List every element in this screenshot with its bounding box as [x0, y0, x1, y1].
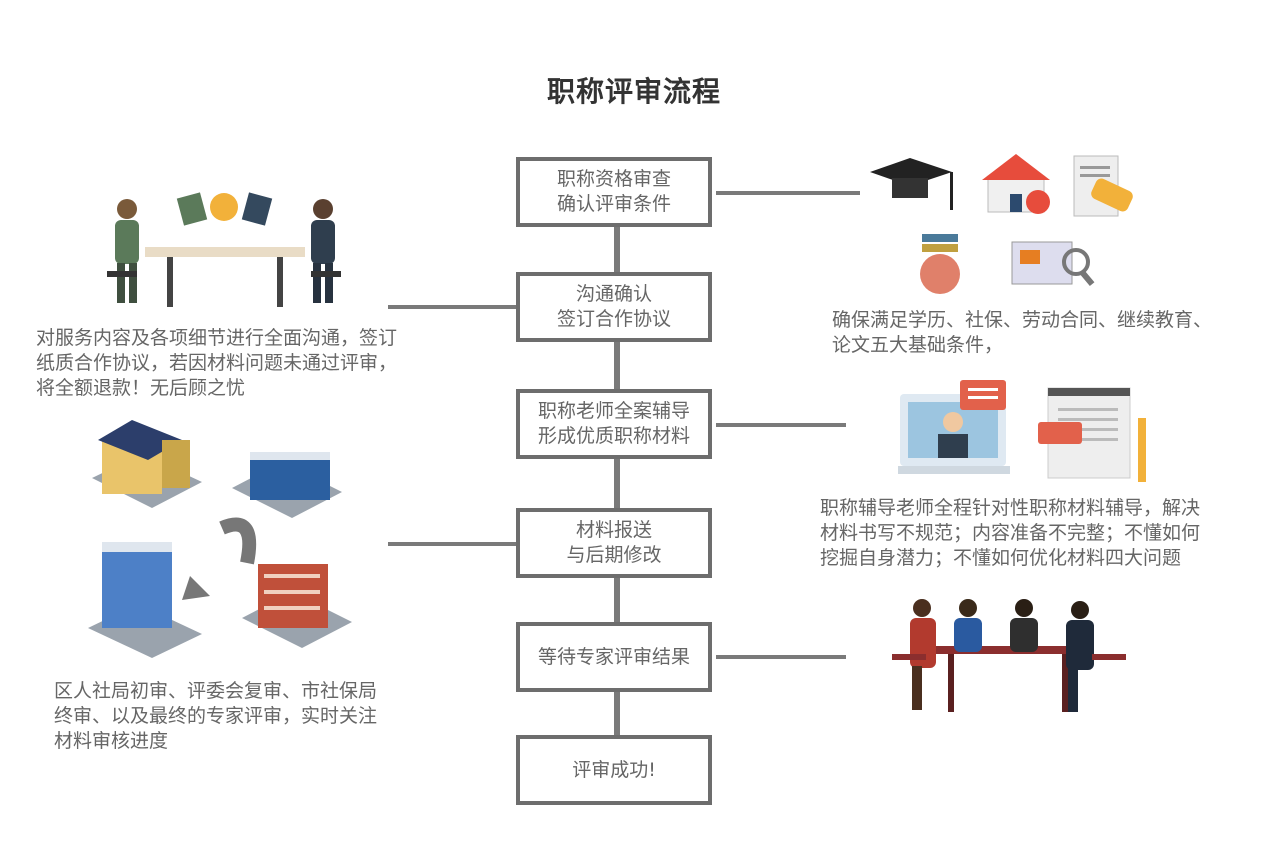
note-communicate-line-3: 将全额退款！无后顾之忧 [36, 377, 246, 399]
note-guidance-line-1: 职称辅导老师全程针对性职称材料辅导，解决 [820, 497, 1201, 519]
connector-step1-right [716, 191, 860, 195]
note-review-line-3: 材料审核进度 [54, 730, 169, 752]
note-communicate: 对服务内容及各项细节进行全面沟通，签订 纸质合作协议，若因材料问题未通过评审， … [36, 326, 397, 401]
handshake-meeting-illustration [107, 192, 341, 307]
note-review: 区人社局初审、评委会复审、市社保局 终审、以及最终的专家评审，实时关注 材料审核… [54, 679, 377, 754]
step-2-line-2: 签订合作协议 [556, 308, 671, 330]
note-guidance-line-2: 材料书写不规范；内容准备不完整；不懂如何 [820, 522, 1201, 544]
step-await-expert-result: 等待专家评审结果 [516, 622, 712, 692]
online-guidance-illustration [898, 380, 1146, 482]
step-1-line-1: 职称资格审查 [556, 168, 671, 190]
step-success: 评审成功! [516, 735, 712, 805]
connector-step2-left [388, 305, 518, 309]
flow-spine [614, 226, 620, 736]
step-6-line-1: 评审成功! [572, 758, 656, 781]
page-title: 职称评审流程 [546, 75, 721, 108]
step-1-line-2: 确认评审条件 [556, 193, 671, 215]
note-guidance: 职称辅导老师全程针对性职称材料辅导，解决 材料书写不规范；内容准备不完整；不懂如… [820, 496, 1200, 571]
note-guidance-line-3: 挖掘自身潜力；不懂如何优化材料四大问题 [820, 547, 1182, 569]
step-3-line-1: 职称老师全案辅导 [537, 400, 690, 422]
expert-panel-illustration [892, 599, 1126, 712]
connector-step4-left [388, 542, 518, 546]
note-communicate-line-1: 对服务内容及各项细节进行全面沟通，签订 [36, 327, 398, 349]
note-communicate-line-2: 纸质合作协议，若因材料问题未通过评审， [36, 352, 398, 374]
connector-step5-right [716, 655, 846, 659]
note-conditions: 确保满足学历、社保、劳动合同、继续教育、 论文五大基础条件， [832, 308, 1212, 358]
note-conditions-line-1: 确保满足学历、社保、劳动合同、继续教育、 [832, 309, 1213, 331]
step-teacher-guidance: 职称老师全案辅导 形成优质职称材料 [516, 389, 712, 459]
conditions-icons-illustration [870, 154, 1133, 294]
step-4-line-1: 材料报送 [575, 519, 652, 541]
connector-step3-right [716, 423, 846, 427]
note-review-line-1: 区人社局初审、评委会复审、市社保局 [54, 680, 378, 702]
step-submit-revise: 材料报送 与后期修改 [516, 508, 712, 578]
step-4-line-2: 与后期修改 [566, 544, 662, 566]
step-2-line-1: 沟通确认 [575, 283, 652, 305]
step-5-line-1: 等待专家评审结果 [537, 645, 690, 668]
step-3-line-2: 形成优质职称材料 [537, 425, 690, 447]
step-communicate-sign: 沟通确认 签订合作协议 [516, 272, 712, 342]
government-buildings-illustration [88, 420, 352, 658]
note-review-line-2: 终审、以及最终的专家评审，实时关注 [54, 705, 378, 727]
step-qualification-review: 职称资格审查 确认评审条件 [516, 157, 712, 227]
note-conditions-line-2: 论文五大基础条件， [832, 334, 1004, 356]
